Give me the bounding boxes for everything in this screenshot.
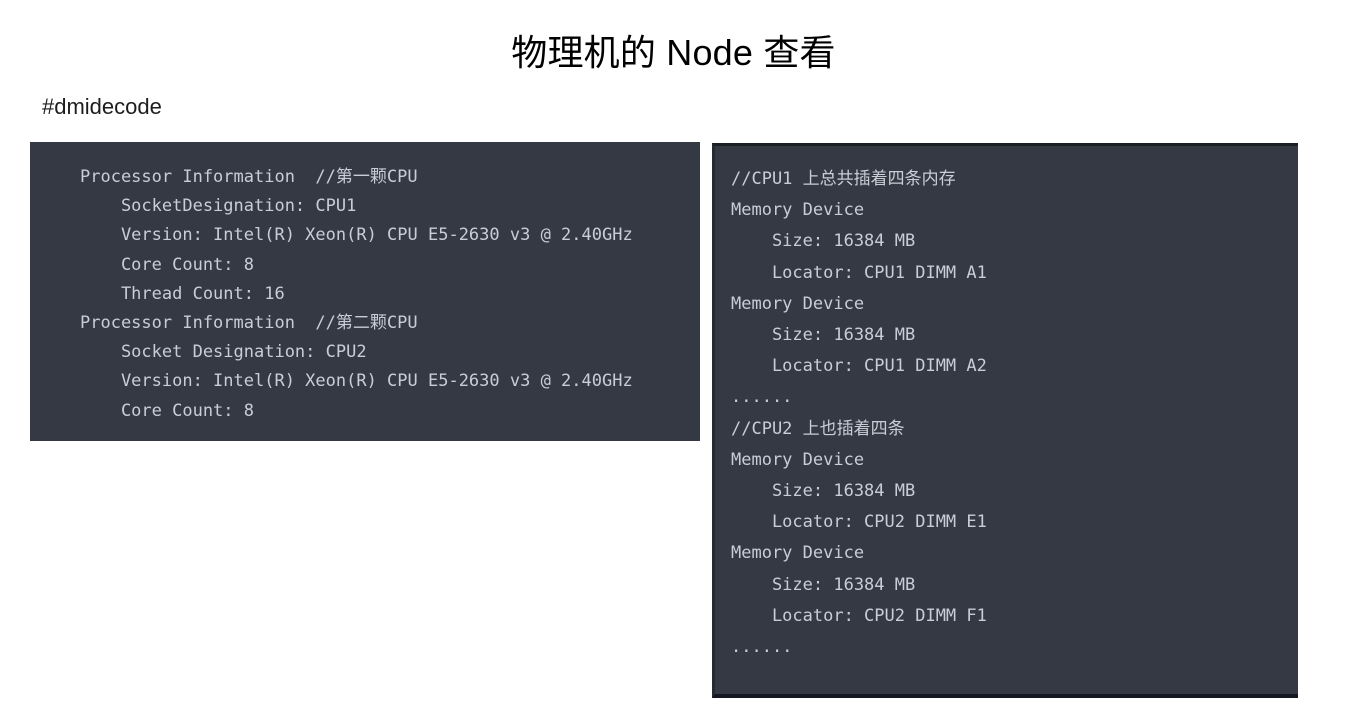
memory-info-code-text: //CPU1 上总共插着四条内存 Memory Device Size: 163… [731,169,987,658]
command-caption: #dmidecode [42,94,162,119]
memory-info-code-block: //CPU1 上总共插着四条内存 Memory Device Size: 163… [712,143,1298,698]
cpu-info-code-text: Processor Information //第一颗CPU SocketDes… [80,167,633,421]
cpu-info-code-block: Processor Information //第一颗CPU SocketDes… [30,142,700,441]
page-title: 物理机的 Node 查看 [511,32,836,74]
